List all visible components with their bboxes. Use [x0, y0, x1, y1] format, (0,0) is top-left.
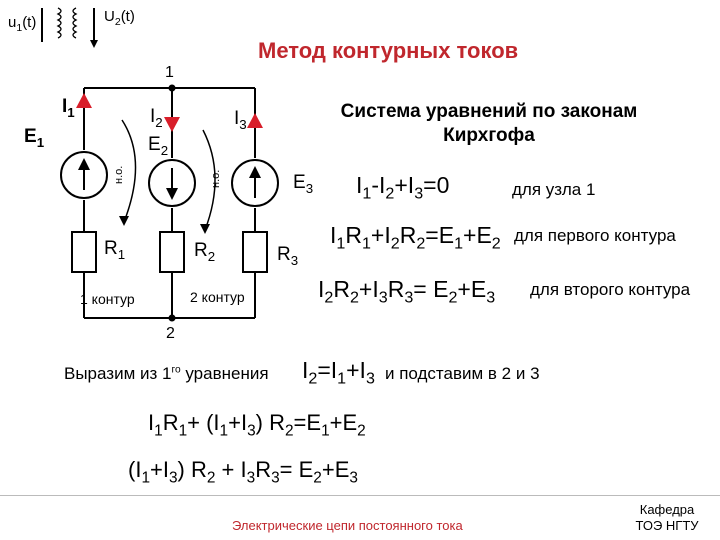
node-1-label: 1 [165, 64, 174, 81]
circuit-diagram: н.о. н.о. [41, 7, 279, 322]
equation-loop-2-note: для второго контура [530, 280, 691, 299]
equation-node-1-note: для узла 1 [512, 180, 596, 199]
system-heading: Система уравнений по законам Кирхгофа [340, 101, 638, 146]
equation-loop-2: I2R2+I3R3= E2+E3 [318, 276, 496, 307]
equation-loop-1: I1R1+I2R2=E1+E2 [330, 222, 501, 253]
equation-loop-1-note: для первого контура [514, 226, 676, 245]
i3-label: I3 [234, 108, 247, 132]
node-2-label: 2 [166, 325, 175, 342]
footer-course-title: Электрические цепи постоянного тока [232, 518, 463, 533]
loop-2-label: 2 контур [190, 289, 245, 305]
result-equation-1: I1R1+ (I1+I3) R2=E1+E2 [148, 410, 366, 440]
loop1-direction-label: н.о. [113, 166, 125, 184]
e3-label: E3 [293, 172, 314, 196]
i2-label: I2 [150, 106, 163, 130]
r3-label: R3 [277, 244, 299, 268]
r2-label: R2 [194, 240, 216, 264]
e2-label: E2 [148, 134, 169, 158]
i1-label: I1 [62, 96, 75, 120]
equation-node-1: I1-I2+I3=0 [356, 172, 450, 203]
u1-label: u1(t) [8, 14, 37, 34]
substitution-expression: I2=I1+I3 [302, 357, 375, 388]
substitution-suffix: и подставим в 2 и 3 [385, 364, 540, 383]
result-equation-2: (I1+I3) R2 + I3R3= E2+E3 [128, 457, 358, 487]
slide-title: Метод контурных токов [258, 38, 519, 63]
footer-department: Кафедра ТОЭ НГТУ [635, 502, 699, 533]
r1-label: R1 [104, 238, 126, 262]
footer-divider [0, 495, 720, 496]
u2-label: U2(t) [104, 8, 135, 28]
loop2-direction-label: н.о. [210, 170, 222, 188]
e1-label: E1 [24, 126, 45, 150]
substitution-prefix: Выразим из 1го уравнения [64, 364, 269, 383]
loop-1-label: 1 контур [80, 291, 135, 307]
